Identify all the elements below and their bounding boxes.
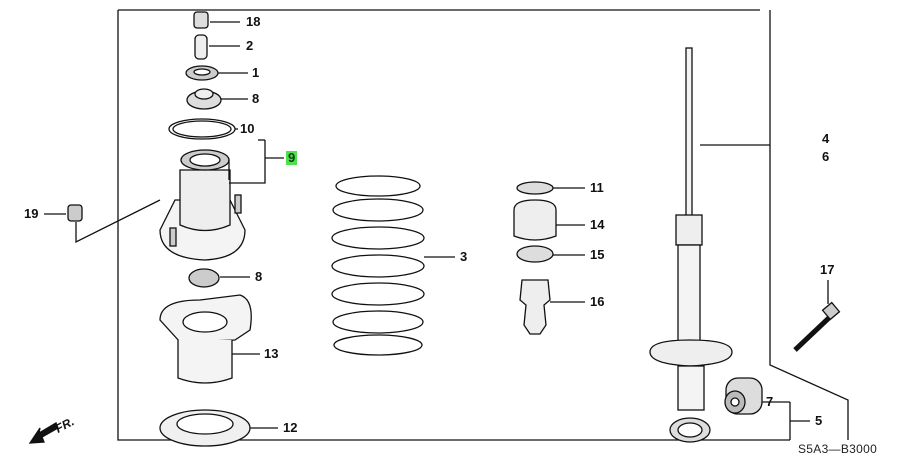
callout-8[interactable]: 8: [252, 91, 260, 106]
frame-line: [769, 10, 849, 440]
callout-1[interactable]: 1: [252, 65, 260, 80]
part-8-bushing: [186, 88, 248, 110]
part-19-nut: [44, 199, 161, 244]
part-2-collar: [194, 34, 240, 60]
callout-2[interactable]: 2: [246, 38, 254, 53]
part-1-bearing: [185, 65, 248, 81]
part-13-bracket: [159, 294, 260, 384]
part-11-washer: [516, 181, 585, 195]
callout-12[interactable]: 12: [283, 420, 298, 435]
callout-6[interactable]: 6: [822, 149, 830, 164]
part-15-washer: [516, 245, 585, 263]
part-12-seat: [159, 409, 278, 447]
part-17-bolt: [793, 280, 841, 352]
callout-19[interactable]: 19: [24, 206, 39, 221]
callout-10[interactable]: 10: [240, 121, 255, 136]
part-7-bushing: [724, 377, 810, 440]
part-10-ring: [168, 118, 238, 140]
frame-line: [117, 10, 790, 441]
callout-17[interactable]: 17: [820, 262, 835, 277]
callout-18[interactable]: 18: [246, 14, 261, 29]
callout-13[interactable]: 13: [264, 346, 279, 361]
callout-11[interactable]: 11: [590, 180, 604, 195]
callout-14[interactable]: 14: [590, 217, 605, 232]
callout-3[interactable]: 3: [460, 249, 468, 264]
front-direction-arrow: [28, 422, 59, 444]
callout-15[interactable]: 15: [590, 247, 605, 262]
part-3-spring: [331, 175, 455, 356]
callout-9-highlighted[interactable]: 9: [286, 150, 298, 165]
callout-7[interactable]: 7: [766, 394, 774, 409]
callout-8b[interactable]: 8: [255, 269, 263, 284]
diagram-code: S5A3—B3000: [798, 442, 878, 456]
part-9-mount: [159, 139, 284, 261]
part-16-bumper: [519, 279, 585, 335]
callout-5[interactable]: 5: [815, 413, 823, 428]
callout-16[interactable]: 16: [590, 294, 605, 309]
part-8b-bushing: [188, 268, 250, 288]
part-14-cap: [513, 199, 585, 241]
part-18-nut: [193, 11, 240, 29]
callout-4[interactable]: 4: [822, 131, 830, 146]
part-4-shock: [649, 47, 770, 443]
